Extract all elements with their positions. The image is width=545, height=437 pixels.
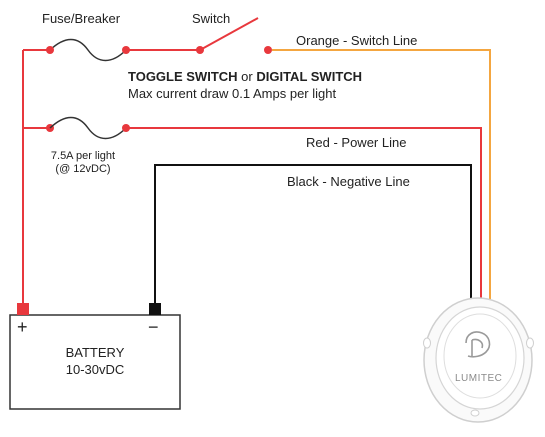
battery-name: BATTERY <box>65 345 125 360</box>
digital-switch-text: DIGITAL SWITCH <box>256 69 363 84</box>
fuse-rating-line1: 7.5A per light <box>50 150 116 162</box>
lumitec-logo-mark <box>465 331 491 358</box>
switch-lever <box>199 17 259 51</box>
fuse-rating-line2: (@ 12vDC) <box>55 163 111 175</box>
battery-minus-sign: − <box>148 317 159 337</box>
fuse-top-terminal-left <box>46 46 54 54</box>
toggle-switch-text: TOGGLE SWITCH <box>128 69 238 84</box>
black-negative-wire <box>154 164 472 305</box>
battery-voltage: 10-30vDC <box>65 362 125 377</box>
battery-negative-terminal <box>149 303 161 315</box>
fuse-top <box>49 38 127 62</box>
switch-contact <box>264 46 272 54</box>
red-line-label: Red - Power Line <box>306 135 407 150</box>
orange-switch-wire <box>272 49 491 300</box>
fuse-lower <box>49 116 127 140</box>
orange-line-label: Orange - Switch Line <box>296 33 418 48</box>
lumitec-light <box>423 297 534 423</box>
lumitec-brand-text: LUMITEC <box>455 373 503 384</box>
switch-label: Switch <box>192 11 231 26</box>
switch-type-label: TOGGLE SWITCH or DIGITAL SWITCH <box>128 69 362 84</box>
fuse-breaker-label: Fuse/Breaker <box>42 11 121 26</box>
battery-plus-sign: + <box>17 317 28 337</box>
max-current-label: Max current draw 0.1 Amps per light <box>128 86 337 101</box>
red-power-wire <box>126 127 482 300</box>
or-text: or <box>241 69 253 84</box>
battery-positive-terminal <box>17 303 29 315</box>
battery-body <box>9 314 181 410</box>
black-line-label: Black - Negative Line <box>287 174 410 189</box>
